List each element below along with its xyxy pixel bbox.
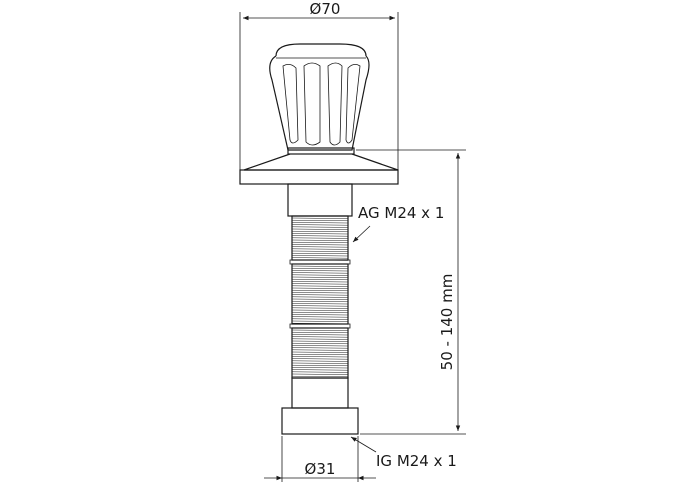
thread-line [291, 296, 349, 298]
threaded-section [289, 215, 351, 379]
length-label: 50 - 140 mm [438, 274, 456, 371]
knob-flute-4 [345, 64, 361, 144]
outer-thread-label: AG M24 x 1 [358, 204, 444, 222]
thread-line [291, 318, 349, 320]
thread-joint-1 [289, 259, 351, 265]
thread-joint-2 [289, 323, 351, 329]
thread-line [291, 226, 349, 228]
thread-line [291, 289, 349, 292]
thread-line [291, 331, 349, 334]
thread-line [291, 285, 349, 287]
thread-line [291, 224, 349, 226]
thread-line [291, 217, 349, 219]
thread-line [291, 228, 349, 230]
thread-line [291, 298, 349, 300]
thread-line [291, 281, 349, 283]
knob-body [269, 55, 370, 151]
inner-thread-label: IG M24 x 1 [376, 452, 457, 470]
thread-line [291, 239, 349, 241]
thread-line [291, 311, 349, 314]
thread-line [291, 369, 349, 371]
thread-line [291, 364, 349, 367]
knob-flute-3 [327, 62, 343, 146]
thread-line [291, 338, 349, 340]
thread-line [291, 255, 349, 257]
thread-line [291, 294, 349, 296]
inner-thread-callout: IG M24 x 1 [350, 436, 457, 470]
top-diameter-dimension: Ø70 [239, 0, 399, 170]
thread-line [291, 353, 349, 356]
bottom-diameter-label: Ø31 [305, 460, 336, 478]
thread-line [291, 356, 349, 358]
thread-line [291, 270, 349, 272]
thread-line [291, 300, 349, 303]
thread-line [291, 219, 349, 222]
thread-line [291, 233, 349, 235]
thread-line [291, 305, 349, 307]
thread-segment-3 [291, 327, 349, 379]
thread-line [291, 283, 349, 285]
thread-line [291, 367, 349, 369]
thread-line [291, 292, 349, 294]
knob-flute-1 [282, 64, 299, 144]
thread-line [291, 250, 349, 252]
thread-line [291, 235, 349, 237]
thread-line [291, 340, 349, 342]
thread-line [291, 360, 349, 362]
thread-line [291, 309, 349, 311]
thread-line [291, 351, 349, 353]
thread-line [291, 347, 349, 349]
thread-line [291, 349, 349, 351]
thread-line [291, 274, 349, 276]
knob-cap [275, 43, 367, 57]
inner-thread-leader [350, 436, 377, 453]
thread-line [291, 320, 349, 322]
stem [281, 183, 359, 435]
thread-line [291, 342, 349, 345]
thread-line [291, 272, 349, 274]
thread-line [291, 303, 349, 305]
thread-line [291, 241, 349, 244]
rosette-flange [239, 153, 399, 185]
thread-line [291, 358, 349, 360]
thread-line [291, 257, 349, 259]
bottom-nut [281, 407, 359, 435]
thread-line [291, 287, 349, 289]
thread-line [291, 334, 349, 336]
knob-flute-2 [303, 62, 321, 146]
thread-line [291, 276, 349, 278]
thread-line [291, 252, 349, 255]
thread-line [291, 265, 349, 267]
thread-line [291, 336, 349, 338]
thread-line [291, 230, 349, 233]
thread-line [291, 246, 349, 248]
thread-line [291, 371, 349, 373]
knob-collar [287, 147, 355, 155]
outer-thread-callout: AG M24 x 1 [352, 204, 444, 243]
thread-line [291, 373, 349, 375]
thread-line [291, 307, 349, 309]
thread-line [291, 329, 349, 331]
thread-line [291, 316, 349, 318]
thread-line [291, 248, 349, 250]
thread-line [291, 278, 349, 281]
handle-knob [269, 43, 370, 155]
bottom-diameter-dimension: Ø31 [264, 436, 376, 482]
rosette-cone [243, 153, 399, 171]
length-dimension: 50 - 140 mm [356, 149, 466, 435]
rosette-plate [239, 169, 399, 185]
stem-lower-sleeve [291, 377, 349, 409]
stem-upper-sleeve [287, 183, 353, 217]
thread-line [291, 244, 349, 246]
thread-line [291, 222, 349, 224]
thread-line [291, 345, 349, 347]
thread-line [291, 375, 349, 378]
thread-line [291, 237, 349, 239]
thread-line [291, 267, 349, 270]
thread-line [291, 362, 349, 364]
outer-thread-leader [352, 225, 371, 243]
thread-line [291, 314, 349, 316]
top-diameter-label: Ø70 [310, 0, 341, 18]
